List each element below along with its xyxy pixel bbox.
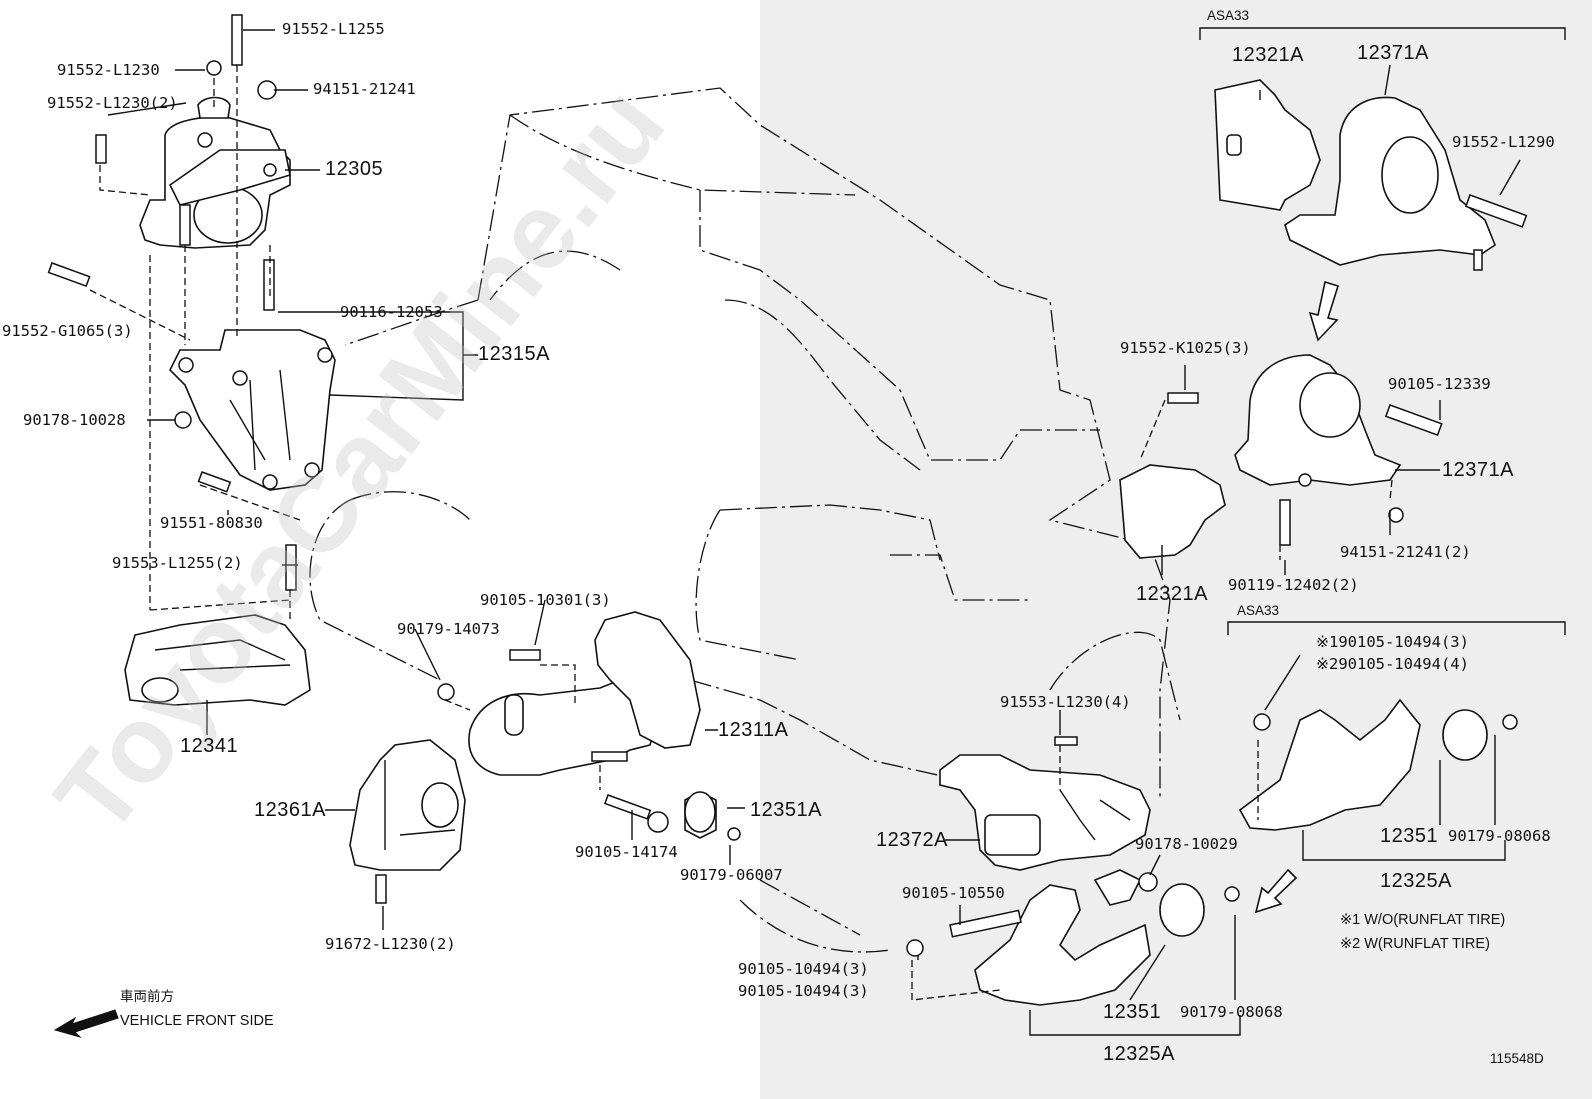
part-label: 91553-L1230(4) (1000, 693, 1131, 711)
part-label: 90179-08068 (1448, 827, 1551, 845)
part-label: 12325A (1380, 870, 1452, 892)
part-label: 90179-08068 (1180, 1003, 1283, 1021)
part-label: 91551-80830 (160, 514, 263, 532)
part-label: 91552-L1255 (282, 20, 385, 38)
part-label: 12371A (1442, 459, 1514, 481)
part-label: ※190105-10494(3) (1316, 633, 1469, 651)
part-label: 90105-10301(3) (480, 591, 611, 609)
diagram-id: 115548D (1490, 1051, 1544, 1066)
part-label: 90179-14073 (397, 620, 500, 638)
part-label: 91552-G1065(3) (2, 322, 133, 340)
part-label: 12351 (1103, 1001, 1162, 1023)
part-label: 12325A (1103, 1043, 1175, 1065)
mount-12371A (1119, 354, 1443, 559)
part-label: 91672-L1230(2) (325, 935, 456, 953)
part-label: 12321A (1136, 583, 1208, 605)
part-label: 90116-12053 (340, 303, 443, 321)
part-label: 90105-10550 (902, 884, 1005, 902)
bracket-12315A (169, 259, 336, 491)
arrow-left-icon (53, 1009, 119, 1038)
part-label: 12361A (254, 799, 326, 821)
part-label: 12311A (718, 719, 789, 741)
part-label: 90179-06007 (680, 866, 783, 884)
direction-label-jp: 車両前方 (120, 989, 174, 1004)
fasteners (47, 14, 1483, 820)
part-label: 12305 (325, 158, 384, 180)
part-label: 94151-21241 (313, 80, 416, 98)
part-label: 12321A (1232, 44, 1304, 66)
part-label: 12351 (1380, 825, 1439, 847)
part-label: 12341 (180, 735, 239, 757)
part-label: 91553-L1255(2) (112, 554, 243, 572)
mount-asa33-top (1214, 79, 1528, 266)
bracket-12311A (468, 611, 701, 833)
bracket-12325A-bottom (906, 869, 1240, 1006)
alignment-lines (89, 65, 1393, 1001)
note-2: ※2 W(RUNFLAT TIRE) (1340, 936, 1490, 952)
part-label: 90105-10494(3) (738, 982, 869, 1000)
direction-label: VEHICLE FRONT SIDE (120, 1013, 274, 1029)
part-label: 91552-L1230 (57, 61, 160, 79)
part-label: 12372A (876, 829, 948, 851)
part-label: 12315A (478, 343, 550, 365)
engine-outline (309, 87, 1181, 953)
part-label: 90119-12402(2) (1228, 576, 1359, 594)
mount-12305 (139, 96, 291, 249)
note-1: ※1 W/O(RUNFLAT TIRE) (1340, 912, 1506, 928)
part-label: ※290105-10494(4) (1316, 655, 1469, 673)
part-label: 90105-12339 (1388, 375, 1491, 393)
part-label: 12371A (1357, 42, 1429, 64)
part-label: 91552-L1230(2) (47, 94, 178, 112)
group-label: ASA33 (1207, 8, 1250, 23)
part-label: 90178-10028 (23, 411, 126, 429)
part-label: 90178-10029 (1135, 835, 1238, 853)
part-label: 94151-21241(2) (1340, 543, 1471, 561)
mount-12361A (349, 739, 466, 904)
part-label: 90105-10494(3) (738, 960, 869, 978)
mount-12341 (124, 614, 311, 706)
bracket-12325A-right (1238, 698, 1518, 831)
part-label: 12351A (750, 799, 822, 821)
group-label: ASA33 (1237, 603, 1280, 618)
cushion-12351A (684, 791, 741, 841)
leader-lines (107, 27, 1566, 1036)
part-label: 91552-L1290 (1452, 133, 1555, 151)
part-label: 91552-K1025(3) (1120, 339, 1251, 357)
direction-arrows (53, 280, 1340, 1038)
mount-12372A (939, 754, 1151, 871)
part-label: 90105-14174 (575, 843, 678, 861)
